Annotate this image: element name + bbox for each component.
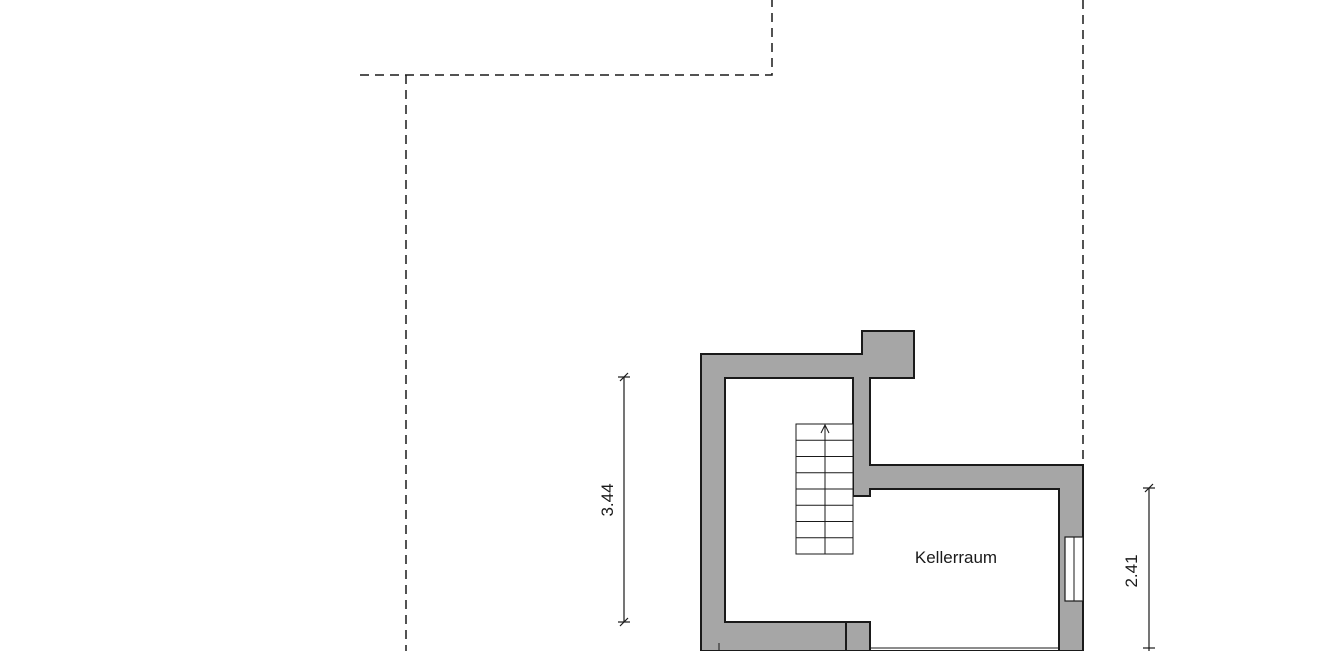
room-label: Kellerraum xyxy=(915,548,997,567)
staircase xyxy=(795,423,854,555)
property-outline xyxy=(360,0,1084,651)
outline-top-left-segment xyxy=(360,0,773,76)
walls xyxy=(700,330,1084,651)
dimension-right: 2.41 xyxy=(1122,483,1155,651)
dimension-label-right: 2.41 xyxy=(1122,554,1141,587)
window xyxy=(1064,536,1084,602)
stair-arrow-icon xyxy=(820,423,830,434)
dimension-left: 3.44 xyxy=(598,372,630,627)
lower-wall-stub xyxy=(845,621,871,651)
stair-room xyxy=(724,377,1060,651)
dimension-label-left: 3.44 xyxy=(598,483,617,516)
